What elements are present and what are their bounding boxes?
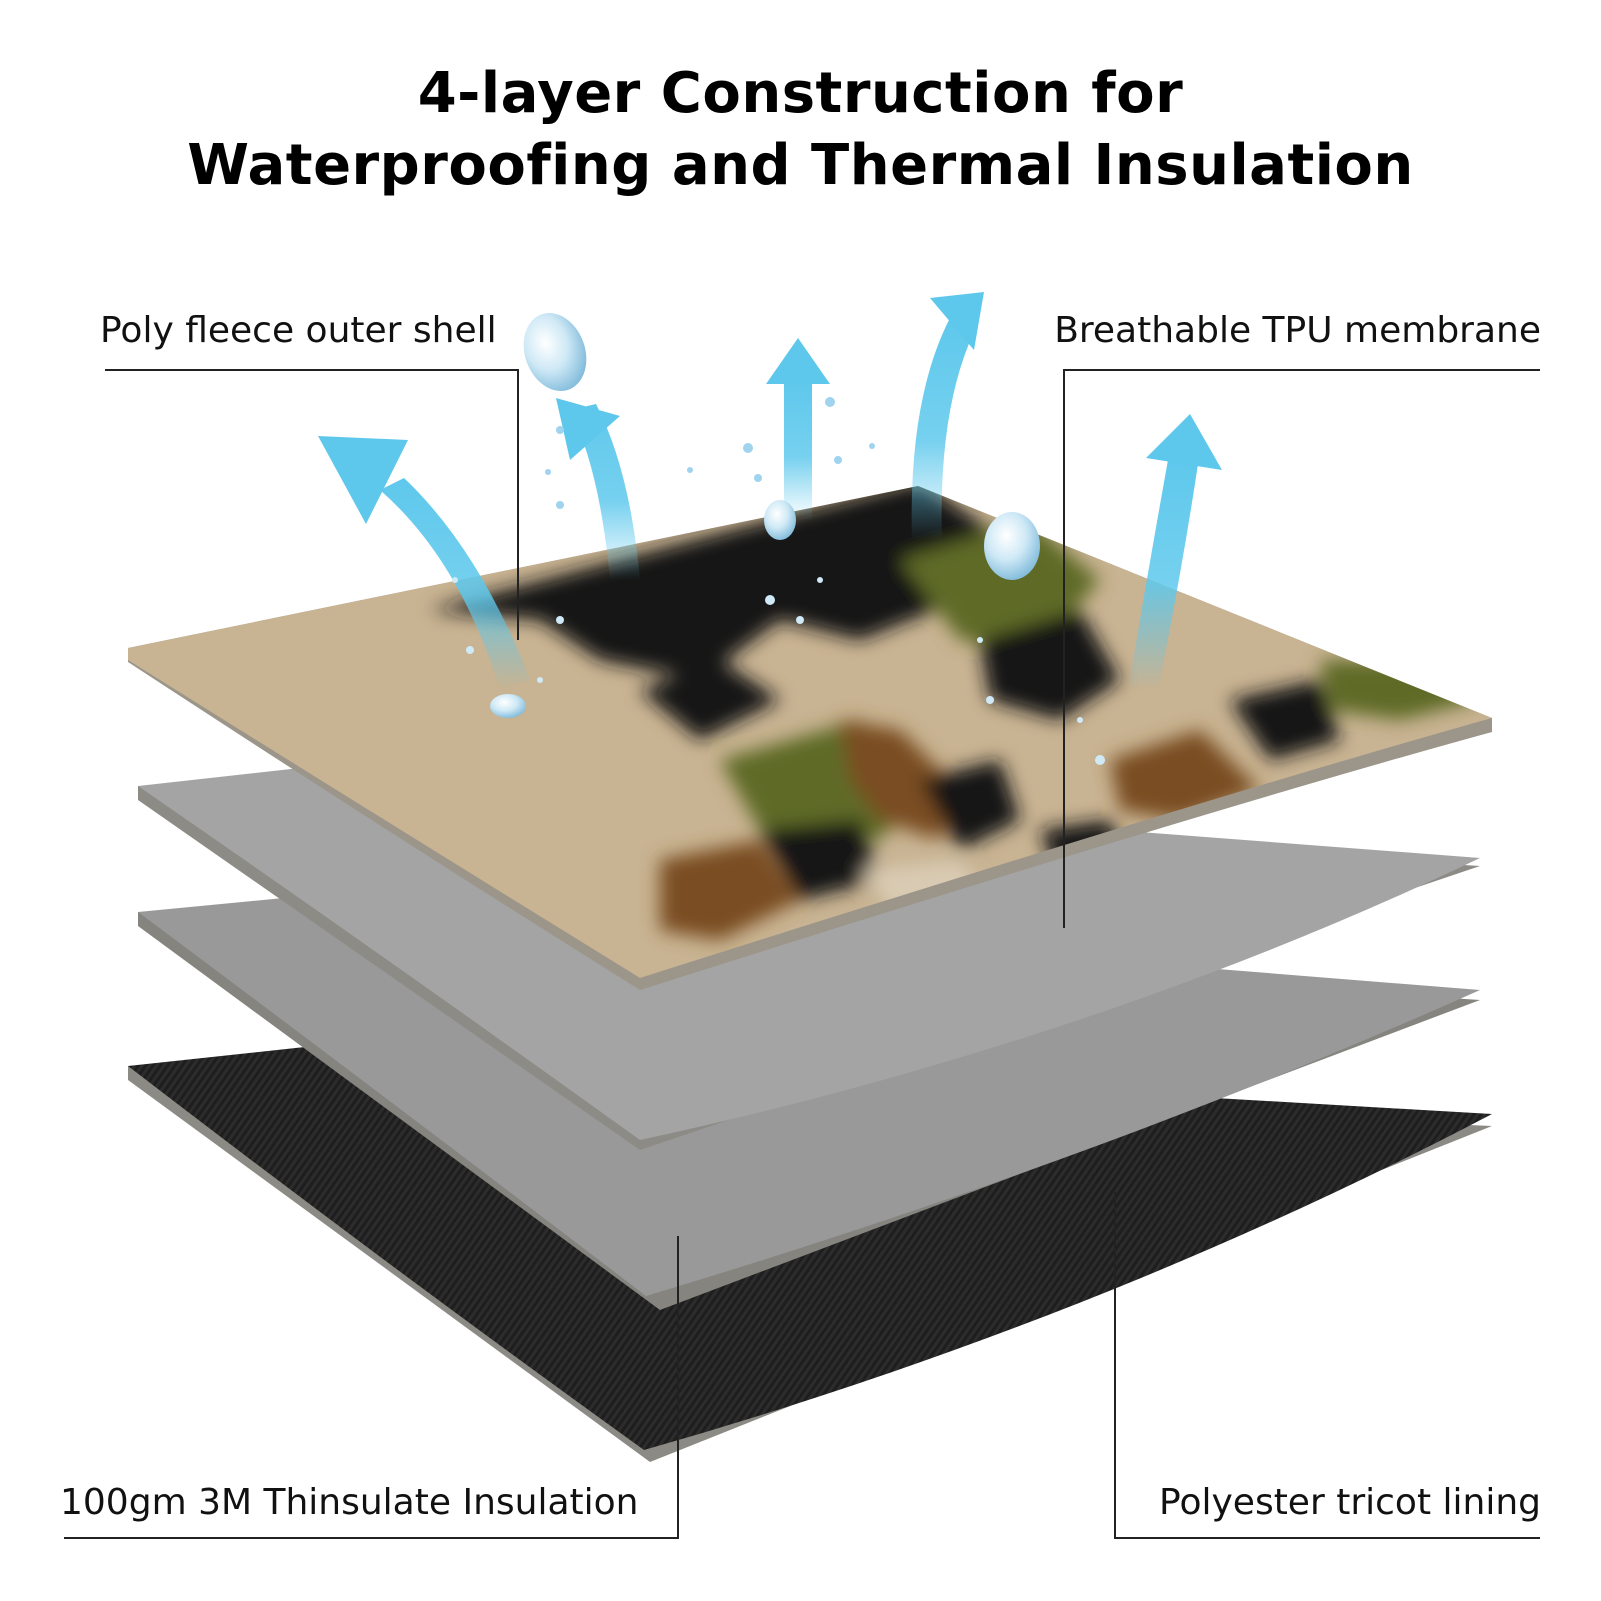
- vapor-arrow-icon: [1128, 414, 1222, 690]
- vapor-arrow-icon: [556, 398, 640, 580]
- leader-membrane: [1063, 369, 1540, 928]
- water-droplet-icon: [490, 694, 526, 718]
- water-droplet-icon: [764, 500, 796, 540]
- label-outer-shell: Poly fleece outer shell: [100, 310, 497, 351]
- leader-lines: [64, 369, 1540, 1539]
- vapor-arrow-icon: [766, 338, 830, 520]
- water-droplet-icon: [523, 313, 587, 391]
- vapor-arrows: [318, 292, 1222, 690]
- title-line-1: 4-layer Construction for: [417, 61, 1184, 126]
- water-droplet-icon: [984, 512, 1040, 580]
- label-membrane: Breathable TPU membrane: [1054, 310, 1541, 351]
- title-line-2: Waterproofing and Thermal Insulation: [187, 133, 1414, 198]
- label-insulation: 100gm 3M Thinsulate Insulation: [60, 1482, 639, 1523]
- leader-outer-shell: [105, 369, 519, 640]
- leader-insulation: [64, 1236, 679, 1539]
- vapor-arrow-icon: [911, 292, 984, 540]
- vapor-arrow-icon: [318, 436, 530, 690]
- water-droplets: [452, 313, 1105, 765]
- label-lining: Polyester tricot lining: [1159, 1482, 1541, 1523]
- leader-lining: [1114, 1192, 1540, 1539]
